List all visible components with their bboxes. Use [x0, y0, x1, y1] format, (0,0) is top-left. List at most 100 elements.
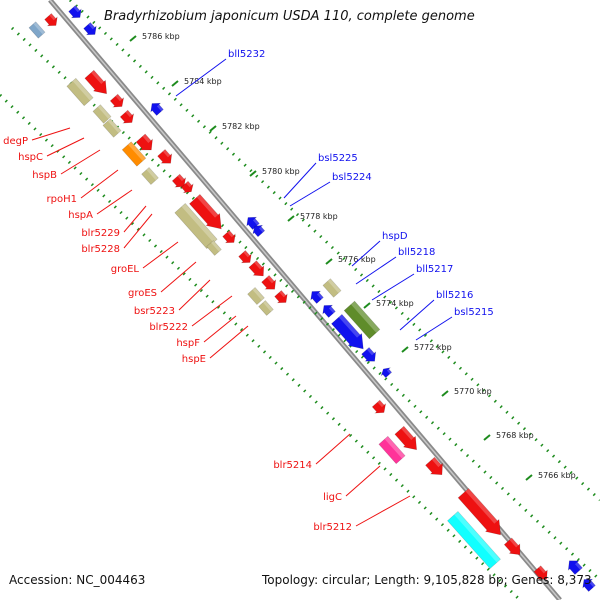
gene-label-blr5222: blr5222	[149, 322, 188, 333]
gene-feature	[109, 93, 125, 108]
gene-feature	[248, 260, 265, 277]
accession-label: Accession: NC_004463	[9, 573, 146, 587]
ruler-label: 5786 kbp	[142, 32, 180, 41]
ruler-dotted-line	[10, 26, 600, 582]
ruler-tick-mark	[325, 258, 333, 265]
gene-features	[28, 5, 596, 592]
gene-label-bll5217: bll5217	[416, 264, 453, 275]
ruler-dotted-line	[0, 93, 522, 600]
gene-leader-line	[60, 149, 101, 175]
gene-feature	[84, 69, 107, 95]
gene-label-bsl5215: bsl5215	[454, 307, 494, 318]
ruler-tick-mark	[129, 35, 137, 42]
gene-feature	[322, 304, 336, 318]
ruler-label: 5774 kbp	[376, 299, 414, 308]
ruler-tick-mark	[483, 434, 491, 441]
ruler-label: 5772 kbp	[414, 343, 452, 352]
gene-label-hspD: hspD	[382, 231, 408, 242]
gene-leader-line	[399, 299, 435, 331]
ruler-tick-mark	[441, 390, 449, 397]
gene-feature	[141, 167, 159, 185]
ruler-tick-mark	[401, 346, 409, 353]
gene-label-groES: groES	[128, 288, 157, 299]
ruler-tick-mark	[249, 170, 257, 177]
gene-feature	[252, 224, 266, 238]
gene-leader-line	[123, 213, 153, 249]
gene-label-hspC: hspC	[18, 152, 43, 163]
gene-feature	[171, 173, 187, 188]
gene-label-bll5232: bll5232	[228, 49, 265, 60]
gene-feature	[92, 104, 112, 124]
gene-label-bsl5225: bsl5225	[318, 153, 358, 164]
gene-feature	[258, 300, 274, 316]
gene-feature	[371, 399, 387, 414]
gene-label-hspE: hspE	[182, 354, 206, 365]
gene-feature	[83, 22, 97, 36]
gene-leader-line	[315, 433, 351, 465]
gene-feature	[121, 141, 147, 167]
ruler-tick-mark	[525, 474, 533, 481]
gene-label-blr5229: blr5229	[81, 228, 120, 239]
gene-feature	[378, 435, 406, 465]
gene-leader-line	[355, 256, 397, 285]
topology-label: Topology: circular; Length: 9,105,828 bp…	[262, 573, 592, 587]
gene-leader-line	[371, 273, 415, 301]
gene-feature	[274, 290, 288, 304]
gene-label-ligC: ligC	[323, 492, 342, 503]
gene-leader-line	[96, 189, 133, 215]
gene-leader-line	[80, 169, 119, 199]
gene-label-rpoH1: rpoH1	[47, 194, 77, 205]
gene-feature	[157, 149, 173, 164]
gene-feature	[68, 5, 82, 19]
ruler-dotted-line	[68, 0, 600, 502]
gene-feature	[119, 109, 135, 124]
gene-feature	[189, 193, 222, 230]
ruler-tick-mark	[209, 125, 217, 132]
gene-feature	[206, 240, 222, 256]
gene-feature	[44, 13, 58, 27]
ruler-label: 5780 kbp	[262, 167, 300, 176]
gene-feature	[246, 216, 260, 230]
gene-label-hspA: hspA	[68, 210, 93, 221]
gene-feature	[331, 313, 364, 350]
ruler-label: 5784 kbp	[184, 77, 222, 86]
gene-feature	[343, 300, 381, 340]
gene-label-bsr5223: bsr5223	[134, 306, 175, 317]
ruler-label: 5770 kbp	[454, 387, 492, 396]
gene-leader-line	[31, 127, 71, 141]
gene-leader-line	[142, 241, 179, 269]
gene-feature	[135, 133, 153, 151]
gene-leader-line	[191, 295, 233, 327]
gene-leader-line	[209, 325, 249, 359]
ruler-label: 5782 kbp	[222, 122, 260, 131]
gene-feature	[533, 565, 548, 580]
gene-leader-line	[46, 137, 85, 157]
ruler-tick-mark	[171, 80, 179, 87]
ruler-tick-mark	[363, 302, 371, 309]
ruler-label: 5776 kbp	[338, 255, 376, 264]
gene-feature	[457, 488, 501, 536]
gene-label-bll5218: bll5218	[398, 247, 435, 258]
gene-feature	[310, 290, 324, 304]
gene-feature	[180, 180, 194, 194]
gene-feature	[247, 287, 265, 305]
gene-leader-line	[203, 315, 237, 343]
gene-feature	[261, 275, 277, 290]
gene-label-hspF: hspF	[176, 338, 200, 349]
gene-feature	[102, 118, 122, 138]
gene-label-hspB: hspB	[32, 170, 57, 181]
ruler-tick-mark	[287, 215, 295, 222]
gene-label-bsl5224: bsl5224	[332, 172, 372, 183]
gene-feature	[238, 250, 252, 264]
map-title: Bradyrhizobium japonicum USDA 110, compl…	[104, 9, 475, 24]
gene-feature	[66, 77, 94, 107]
gene-leader-line	[178, 279, 211, 311]
gene-leader-line	[289, 181, 331, 207]
gene-leader-line	[175, 58, 227, 97]
gene-feature	[394, 425, 417, 451]
gene-feature	[28, 21, 46, 39]
gene-feature	[150, 102, 164, 116]
